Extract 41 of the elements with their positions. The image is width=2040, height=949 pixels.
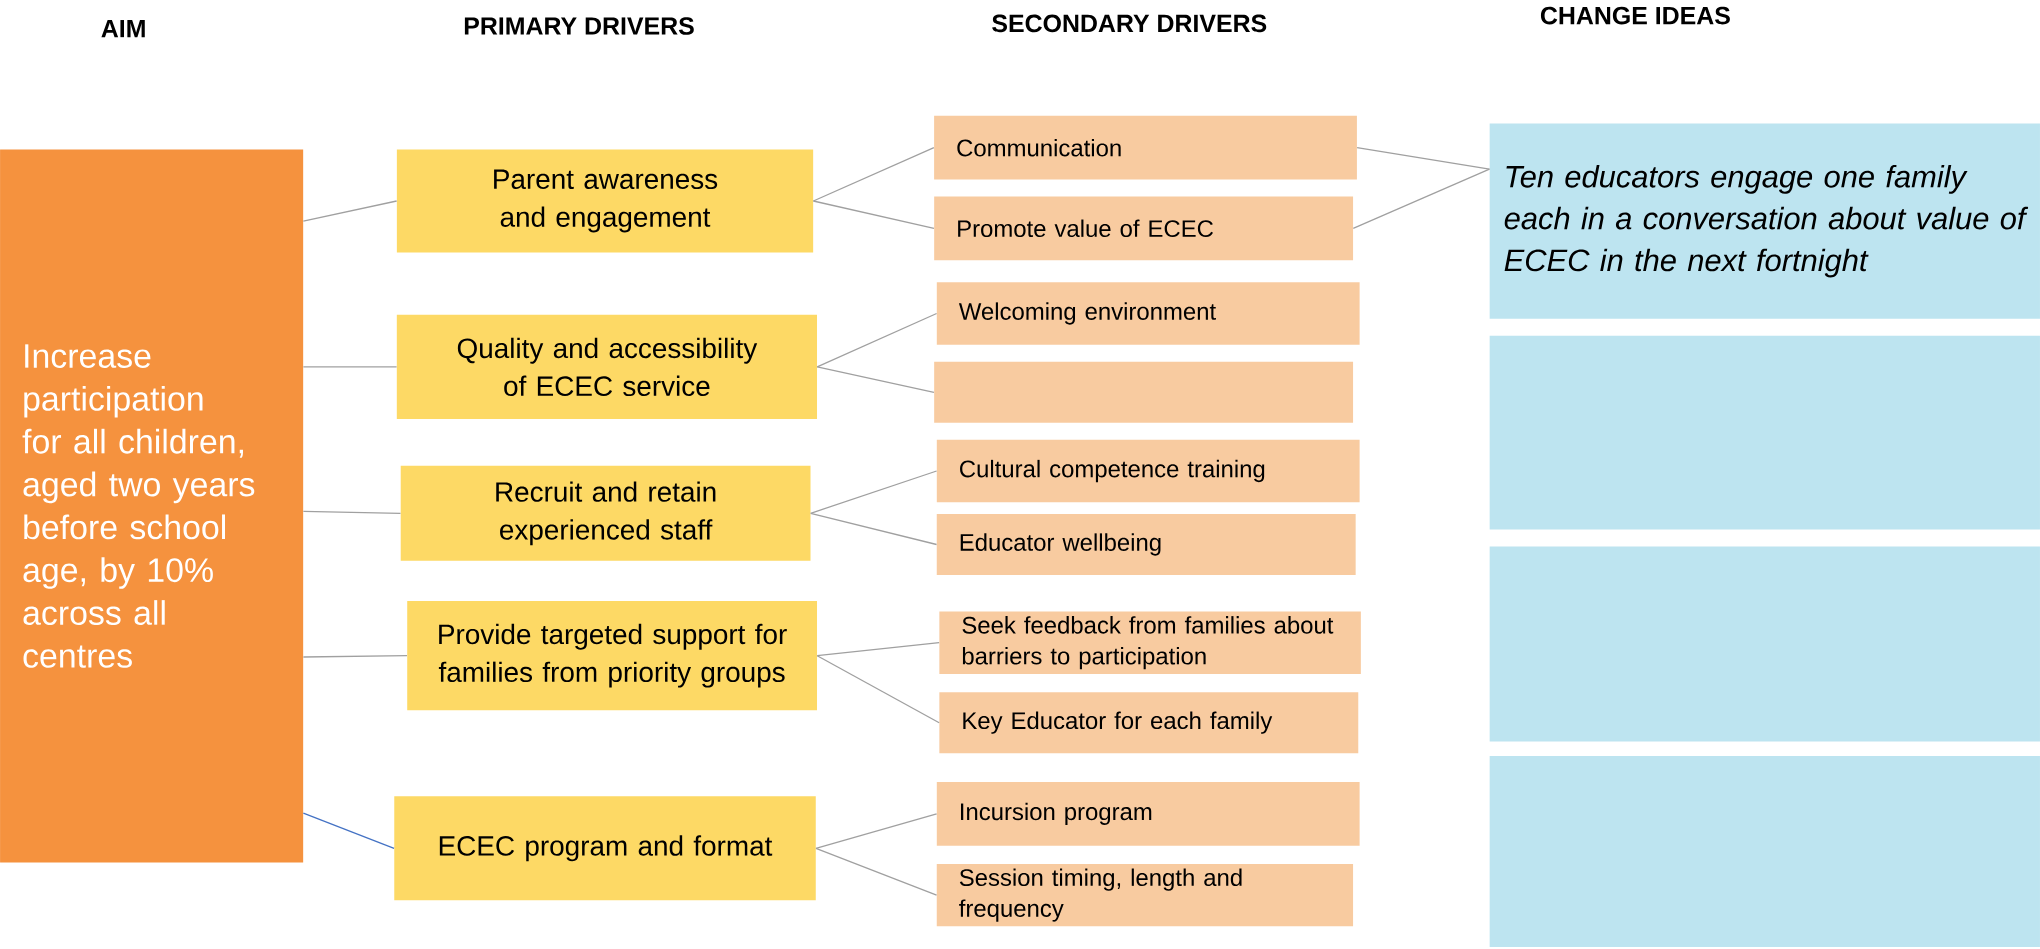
driver-box: ECEC program and format [394, 796, 816, 901]
connector-line [302, 366, 398, 368]
column-heading: SECONDARY DRIVERS [992, 14, 1267, 33]
secondary-driver-box: Session timing, length and frequency [936, 863, 1354, 927]
aim-box: Increase participation for all children, aged two years before school age, by 10% across all centres [0, 149, 304, 863]
connector-line [1352, 168, 1491, 229]
connector-line [810, 470, 938, 514]
connector-line [815, 847, 938, 896]
change-idea-box [1489, 755, 2040, 948]
secondary-driver-box: Welcoming environment [936, 282, 1360, 345]
connector-line [812, 200, 935, 229]
driver-box: Recruit and retain experienced staff [400, 465, 811, 561]
change-idea-box: Ten educators engage one family each in a conversation about value of ECEC in the next fortnight [1489, 123, 2040, 319]
column-heading: CHANGE IDEAS [1540, 6, 1730, 25]
secondary-driver-box: Incursion program [936, 781, 1360, 846]
driver-box: Provide targeted support for families from priority groups [407, 601, 817, 711]
connector-line [302, 200, 398, 222]
connector-line [302, 510, 402, 514]
connector-line [816, 642, 940, 657]
connector-line [816, 655, 940, 724]
secondary-driver-box [934, 361, 1354, 423]
connector-line [1356, 147, 1491, 170]
secondary-driver-box: Cultural competence training [936, 439, 1360, 503]
secondary-driver-box: Seek feedback from families about barriers to participation [939, 611, 1361, 674]
connector-line [302, 655, 408, 658]
connector-line [302, 812, 395, 849]
connector-line [816, 312, 938, 368]
column-heading: AIM [101, 20, 145, 38]
driver-box: Quality and accessibility of ECEC service [396, 314, 817, 419]
column-heading: PRIMARY DRIVERS [464, 17, 694, 35]
connector-line [815, 813, 938, 849]
connector-line [810, 512, 938, 546]
change-idea-box [1489, 546, 2040, 742]
driver-box: Parent awareness and engagement [396, 149, 814, 253]
connector-line [816, 366, 935, 393]
secondary-driver-box: Key Educator for each family [939, 692, 1359, 754]
secondary-driver-box: Communication [934, 115, 1357, 180]
secondary-driver-box: Educator wellbeing [936, 513, 1356, 576]
connector-line [812, 147, 935, 202]
change-idea-box [1489, 335, 2040, 530]
secondary-driver-box: Promote value of ECEC [934, 196, 1354, 261]
